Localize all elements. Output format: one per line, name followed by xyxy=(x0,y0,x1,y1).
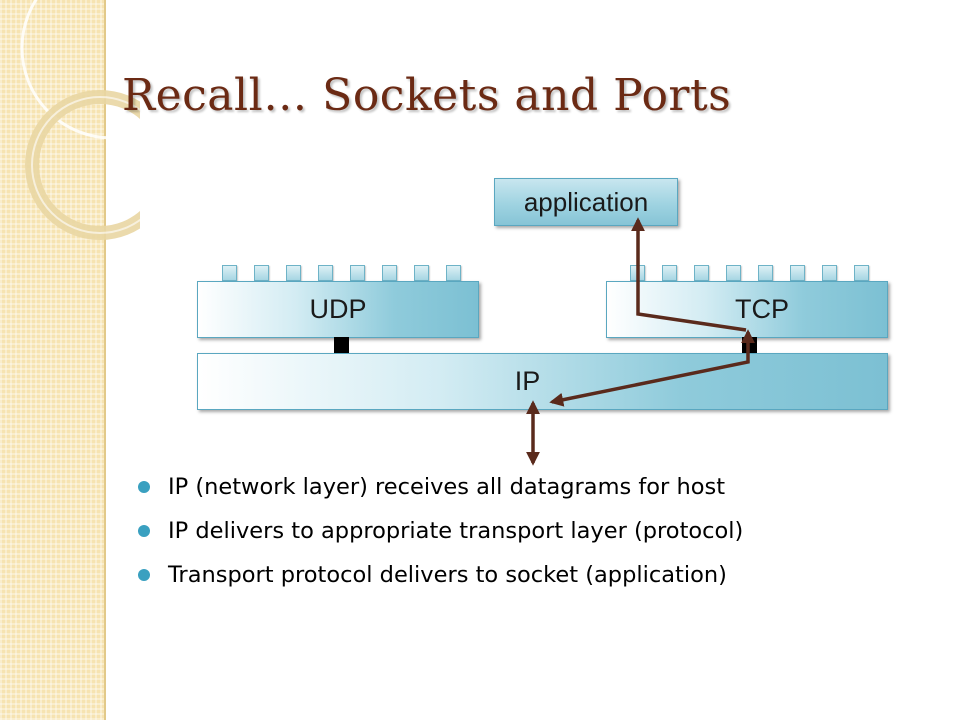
tcp-box: TCP xyxy=(606,281,888,338)
tcp-port xyxy=(854,265,869,281)
tcp-port xyxy=(662,265,677,281)
bullet-item: Transport protocol delivers to socket (a… xyxy=(138,558,743,602)
tcp-label: TCP xyxy=(735,294,789,324)
page-title: Recall… Sockets and Ports xyxy=(122,70,732,121)
udp-label: UDP xyxy=(309,294,367,324)
udp-port xyxy=(382,265,397,281)
udp-port xyxy=(254,265,269,281)
udp-socket xyxy=(334,337,349,354)
udp-port xyxy=(222,265,237,281)
tcp-port xyxy=(790,265,805,281)
ip-label: IP xyxy=(514,366,541,396)
decorative-circles xyxy=(20,0,140,240)
udp-port xyxy=(446,265,461,281)
bullet-item: IP delivers to appropriate transport lay… xyxy=(138,514,743,558)
tcp-port xyxy=(630,265,645,281)
udp-port xyxy=(318,265,333,281)
udp-port xyxy=(350,265,365,281)
udp-box: UDP xyxy=(197,281,479,338)
tcp-port xyxy=(694,265,709,281)
tcp-port xyxy=(726,265,741,281)
tcp-port xyxy=(758,265,773,281)
application-box: application xyxy=(494,178,678,226)
udp-port xyxy=(414,265,429,281)
bullet-item: IP (network layer) receives all datagram… xyxy=(138,470,743,514)
ip-box: IP xyxy=(197,353,888,410)
bullet-list: IP (network layer) receives all datagram… xyxy=(138,470,743,602)
tcp-port xyxy=(822,265,837,281)
tcp-socket xyxy=(742,337,757,354)
udp-port xyxy=(286,265,301,281)
application-label: application xyxy=(523,186,649,217)
